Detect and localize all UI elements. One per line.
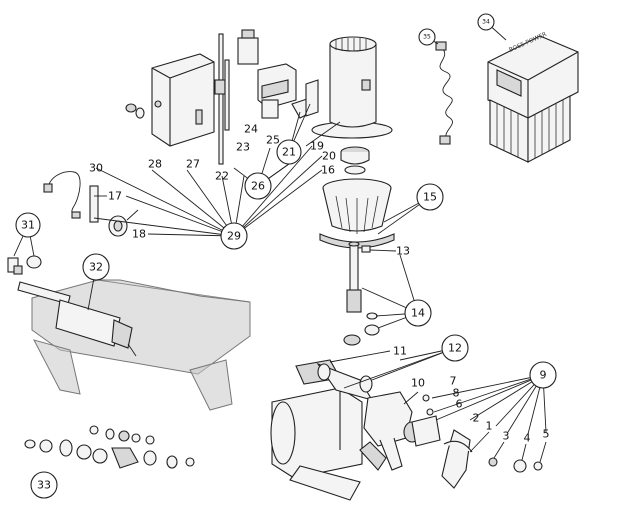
label-24: 24 [244,123,258,136]
label-23: 23 [236,141,250,154]
callout-label: 32 [89,261,103,274]
ghosted-frame [31,279,251,411]
label-28: 28 [148,158,162,171]
pump-motor-assembly [270,359,374,501]
label-16: 16 [321,164,335,177]
callout-label: 31 [21,219,35,232]
gland-nut [125,103,145,119]
callout-35: 35 [418,28,436,46]
label-2: 2 [473,412,480,425]
callout-15: 15 [416,183,444,211]
callout-26: 26 [244,172,272,200]
label-5: 5 [543,428,550,441]
callout-label: 35 [423,34,431,41]
label-19: 19 [310,140,324,153]
callout-21: 21 [276,139,302,165]
label-17: 17 [108,190,122,203]
callout-34: 34 [477,13,495,31]
small-fittings [7,255,42,275]
fan-assembly [319,178,395,249]
label-27: 27 [186,158,200,171]
motor-cylinder [311,36,393,139]
coupling-16 [344,165,366,175]
spring-clip [89,185,99,223]
label-6: 6 [456,398,463,411]
label-25: 25 [266,134,280,147]
fitting-row [24,425,195,469]
shaft-assembly [346,241,371,313]
label-3: 3 [503,430,510,443]
label-4: 4 [524,432,531,445]
callout-label: 15 [423,191,437,204]
callout-label: 9 [540,369,547,382]
callout-label: 26 [251,180,265,193]
label-11: 11 [393,345,407,358]
coiled-cable [435,41,453,145]
motor-cover [151,53,215,147]
callout-14: 14 [404,299,432,327]
label-30: 30 [89,162,103,175]
label-10: 10 [411,377,425,390]
coupling-20 [340,146,370,165]
controller-box: BOSS POWER [487,31,579,163]
callout-label: 12 [448,342,462,355]
callout-label: 21 [282,146,296,159]
solenoid-relay [257,63,297,119]
washers-nuts [488,457,543,473]
gear-pump [403,394,441,447]
callout-label: 29 [227,230,241,243]
label-20: 20 [322,150,336,163]
label-8: 8 [453,387,460,400]
pump-head [359,391,413,471]
impeller [441,429,473,489]
label-1: 1 [486,420,493,433]
wound-coil [108,209,139,237]
callout-32: 32 [82,253,110,281]
label-22: 22 [215,170,229,183]
callout-9: 9 [529,361,557,389]
label-13: 13 [396,245,410,258]
callout-label: 33 [37,479,51,492]
label-18: 18 [132,228,146,241]
fuse-holder [237,29,259,65]
callout-33: 33 [30,471,58,499]
rod-switch [214,33,230,165]
linear-actuator [17,281,137,357]
callout-label: 34 [482,19,490,26]
callout-31: 31 [15,212,41,238]
callout-12: 12 [441,334,469,362]
callout-label: 14 [411,307,425,320]
callout-29: 29 [220,222,248,250]
label-7: 7 [450,375,457,388]
wire-harness [43,171,81,219]
seal-rings [343,312,380,346]
